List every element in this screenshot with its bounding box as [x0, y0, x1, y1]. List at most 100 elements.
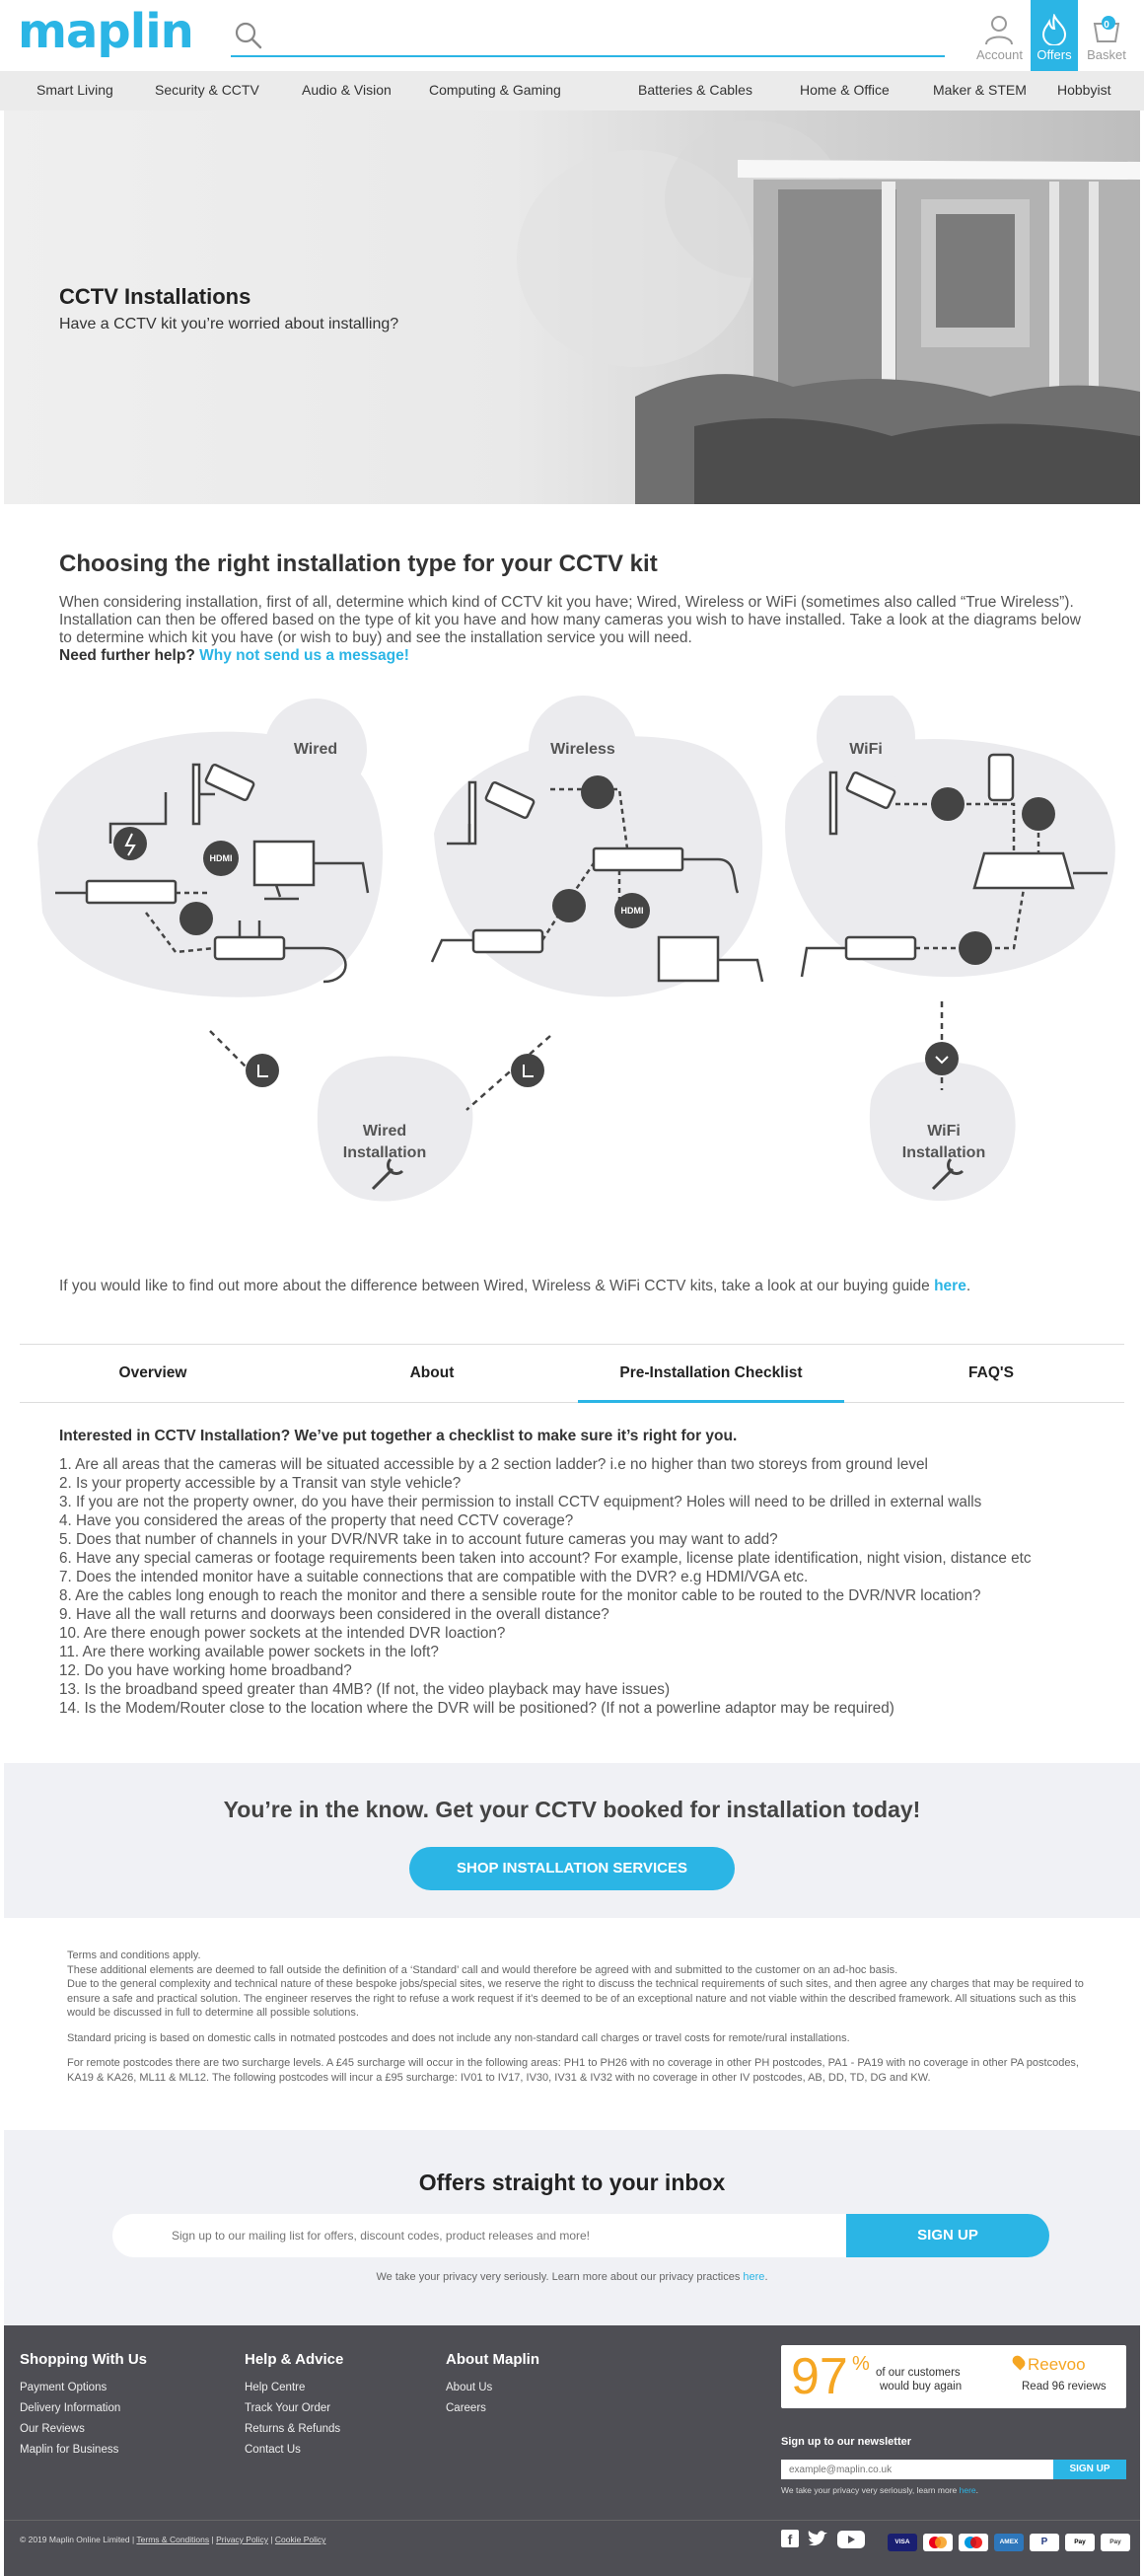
- twitter-icon[interactable]: [807, 2530, 828, 2549]
- search-input[interactable]: [274, 24, 925, 51]
- reevoo-line2: would buy again: [880, 2381, 963, 2392]
- offers-heading: Offers straight to your inbox: [418, 2170, 726, 2195]
- newsletter-section: Offers straight to your inbox SIGN UP We…: [4, 2130, 1140, 2325]
- terms-text: These additional elements are deemed to …: [67, 1963, 898, 1976]
- wired-install-label-1: Wired: [363, 1123, 406, 1140]
- nav-item-maker-stem[interactable]: Maker & STEM: [933, 82, 1027, 98]
- offers-button[interactable]: Offers: [1031, 0, 1078, 71]
- terms-text: For remote postcodes there are two surch…: [67, 2057, 1079, 2084]
- visa-icon: VISA: [888, 2534, 917, 2551]
- wired-router-icon: [213, 935, 286, 961]
- wifi-signal-icon-2: [1022, 797, 1055, 831]
- wifi-install-label-2: Installation: [902, 1144, 985, 1161]
- footer-link-payment-options[interactable]: Payment Options: [20, 2382, 107, 2393]
- user-icon: [985, 16, 1013, 45]
- nav-item-security-cctv[interactable]: Security & CCTV: [155, 82, 259, 98]
- checklist-section: Interested in CCTV Installation? We’ve p…: [59, 1428, 1105, 1718]
- nav-item-batteries-cables[interactable]: Batteries & Cables: [638, 82, 752, 98]
- checklist-item: 1. Are all areas that the cameras will b…: [59, 1456, 928, 1473]
- wired-dvr-icon: [85, 879, 178, 905]
- wifi-install-blob: [869, 1061, 1016, 1202]
- buying-guide-link[interactable]: here: [934, 1278, 966, 1294]
- terms-text: Due to the general complexity and techni…: [67, 1978, 1084, 2019]
- wired-label-circle: [264, 699, 367, 801]
- privacy-policy-link[interactable]: Privacy Policy: [216, 2535, 268, 2544]
- maplin-logo[interactable]: maplin: [18, 4, 194, 59]
- cctv-kit-diagram: Wired Wireless WiFi Wired Installation W…: [37, 696, 1115, 1202]
- wired-label: Wired: [294, 741, 337, 758]
- footer-privacy-link[interactable]: here: [959, 2485, 976, 2495]
- footer-link-delivery[interactable]: Delivery Information: [20, 2402, 121, 2414]
- checklist-item: 2. Is your property accessible by a Tran…: [59, 1475, 462, 1492]
- footer-link-help-centre[interactable]: Help Centre: [245, 2382, 306, 2393]
- checklist-item: 14. Is the Modem/Router close to the loc…: [59, 1700, 894, 1717]
- footer-heading: Shopping With Us: [20, 2351, 148, 2368]
- nav-item-home-office[interactable]: Home & Office: [800, 82, 890, 98]
- nav-item-computing-gaming[interactable]: Computing & Gaming: [429, 82, 561, 98]
- wireless-monitor-icon: [657, 935, 720, 983]
- search-icon[interactable]: [233, 20, 264, 51]
- offers-label: Offers: [1037, 47, 1072, 62]
- wireless-label-circle: [529, 696, 637, 804]
- site-footer: Shopping With Us Payment Options Deliver…: [4, 2325, 1140, 2576]
- basket-button[interactable]: 0 Basket: [1083, 0, 1130, 71]
- newsletter-email-input[interactable]: [172, 2226, 822, 2245]
- footer-privacy-end: .: [975, 2485, 979, 2495]
- buying-guide-line: If you would like to find out more about…: [59, 1278, 970, 1295]
- account-button[interactable]: Account: [976, 0, 1023, 71]
- youtube-icon[interactable]: [837, 2530, 865, 2549]
- wifi-label-circle: [817, 696, 915, 786]
- reevoo-reviews[interactable]: Read 96 reviews: [1022, 2381, 1107, 2392]
- nav-item-smart-living[interactable]: Smart Living: [36, 82, 113, 98]
- checklist-item: 4. Have you considered the areas of the …: [59, 1512, 574, 1529]
- hero-banner: CCTV Installations Have a CCTV kit you’r…: [4, 110, 1140, 504]
- hero-subtitle: Have a CCTV kit you’re worried about ins…: [59, 316, 399, 332]
- search-bar[interactable]: [231, 18, 945, 57]
- basket-icon: [1093, 16, 1120, 42]
- svg-text:HDMI: HDMI: [621, 906, 644, 916]
- footer-link-reviews[interactable]: Our Reviews: [20, 2423, 85, 2435]
- account-label: Account: [976, 47, 1023, 62]
- wireless-router-icon: [471, 928, 544, 954]
- privacy-link[interactable]: here: [743, 2271, 765, 2283]
- checklist-item: 13. Is the broadband speed greater than …: [59, 1681, 671, 1698]
- wifi-label: WiFi: [849, 741, 883, 758]
- wired-install-label-2: Installation: [343, 1144, 426, 1161]
- copyright-line: © 2019 Maplin Online Limited | Terms & C…: [20, 2535, 325, 2544]
- footer-link-contact[interactable]: Contact Us: [245, 2444, 301, 2456]
- checklist-item: 10. Are there enough power sockets at th…: [59, 1625, 506, 1642]
- reevoo-badge[interactable]: 97 % of our customers would buy again Re…: [781, 2345, 1126, 2408]
- footer-link-track-order[interactable]: Track Your Order: [245, 2402, 331, 2414]
- footer-link-about-us[interactable]: About Us: [446, 2382, 493, 2393]
- footer-newsletter: Sign up to our newsletter SIGN UP We tak…: [781, 2436, 1126, 2495]
- tab-faqs[interactable]: FAQ'S: [968, 1364, 1014, 1381]
- footer-privacy-note: We take your privacy very seriously, lea…: [781, 2485, 978, 2495]
- cookie-policy-link[interactable]: Cookie Policy: [274, 2535, 326, 2544]
- shop-installation-services-button[interactable]: SHOP INSTALLATION SERVICES: [409, 1847, 735, 1890]
- basket-count: 0: [1104, 20, 1109, 31]
- footer-link-returns[interactable]: Returns & Refunds: [245, 2423, 341, 2435]
- privacy-text: We take your privacy very seriously. Lea…: [376, 2271, 741, 2283]
- tab-about[interactable]: About: [409, 1364, 455, 1381]
- tab-overview[interactable]: Overview: [118, 1364, 187, 1381]
- terms-link[interactable]: Terms & Conditions: [136, 2535, 210, 2544]
- nav-item-audio-vision[interactable]: Audio & Vision: [302, 82, 392, 98]
- info-tabs: Overview About Pre-Installation Checklis…: [20, 1344, 1124, 1403]
- separator: |: [209, 2535, 217, 2544]
- sign-up-button[interactable]: SIGN UP: [846, 2214, 1049, 2257]
- wifi-signal-icon-3: [959, 931, 992, 965]
- wireless-signal-icon: [581, 775, 614, 809]
- checklist-item: 12. Do you have working home broadband?: [59, 1662, 352, 1679]
- terms-text: Standard pricing is based on domestic ca…: [67, 2031, 850, 2044]
- newsletter-field[interactable]: [112, 2214, 850, 2257]
- terms-section: Terms and conditions apply.These additio…: [67, 1949, 1093, 2096]
- footer-link-careers[interactable]: Careers: [446, 2402, 486, 2414]
- tab-pre-installation-checklist[interactable]: Pre-Installation Checklist: [619, 1364, 803, 1381]
- nav-item-hobbyist[interactable]: Hobbyist: [1057, 82, 1111, 98]
- footer-email-input[interactable]: [781, 2460, 1053, 2479]
- facebook-icon[interactable]: f: [781, 2530, 799, 2547]
- send-message-link[interactable]: Why not send us a message!: [199, 647, 409, 664]
- footer-link-business[interactable]: Maplin for Business: [20, 2444, 119, 2456]
- paypal-icon: P: [1030, 2534, 1059, 2551]
- footer-sign-up-button[interactable]: SIGN UP: [1053, 2460, 1126, 2479]
